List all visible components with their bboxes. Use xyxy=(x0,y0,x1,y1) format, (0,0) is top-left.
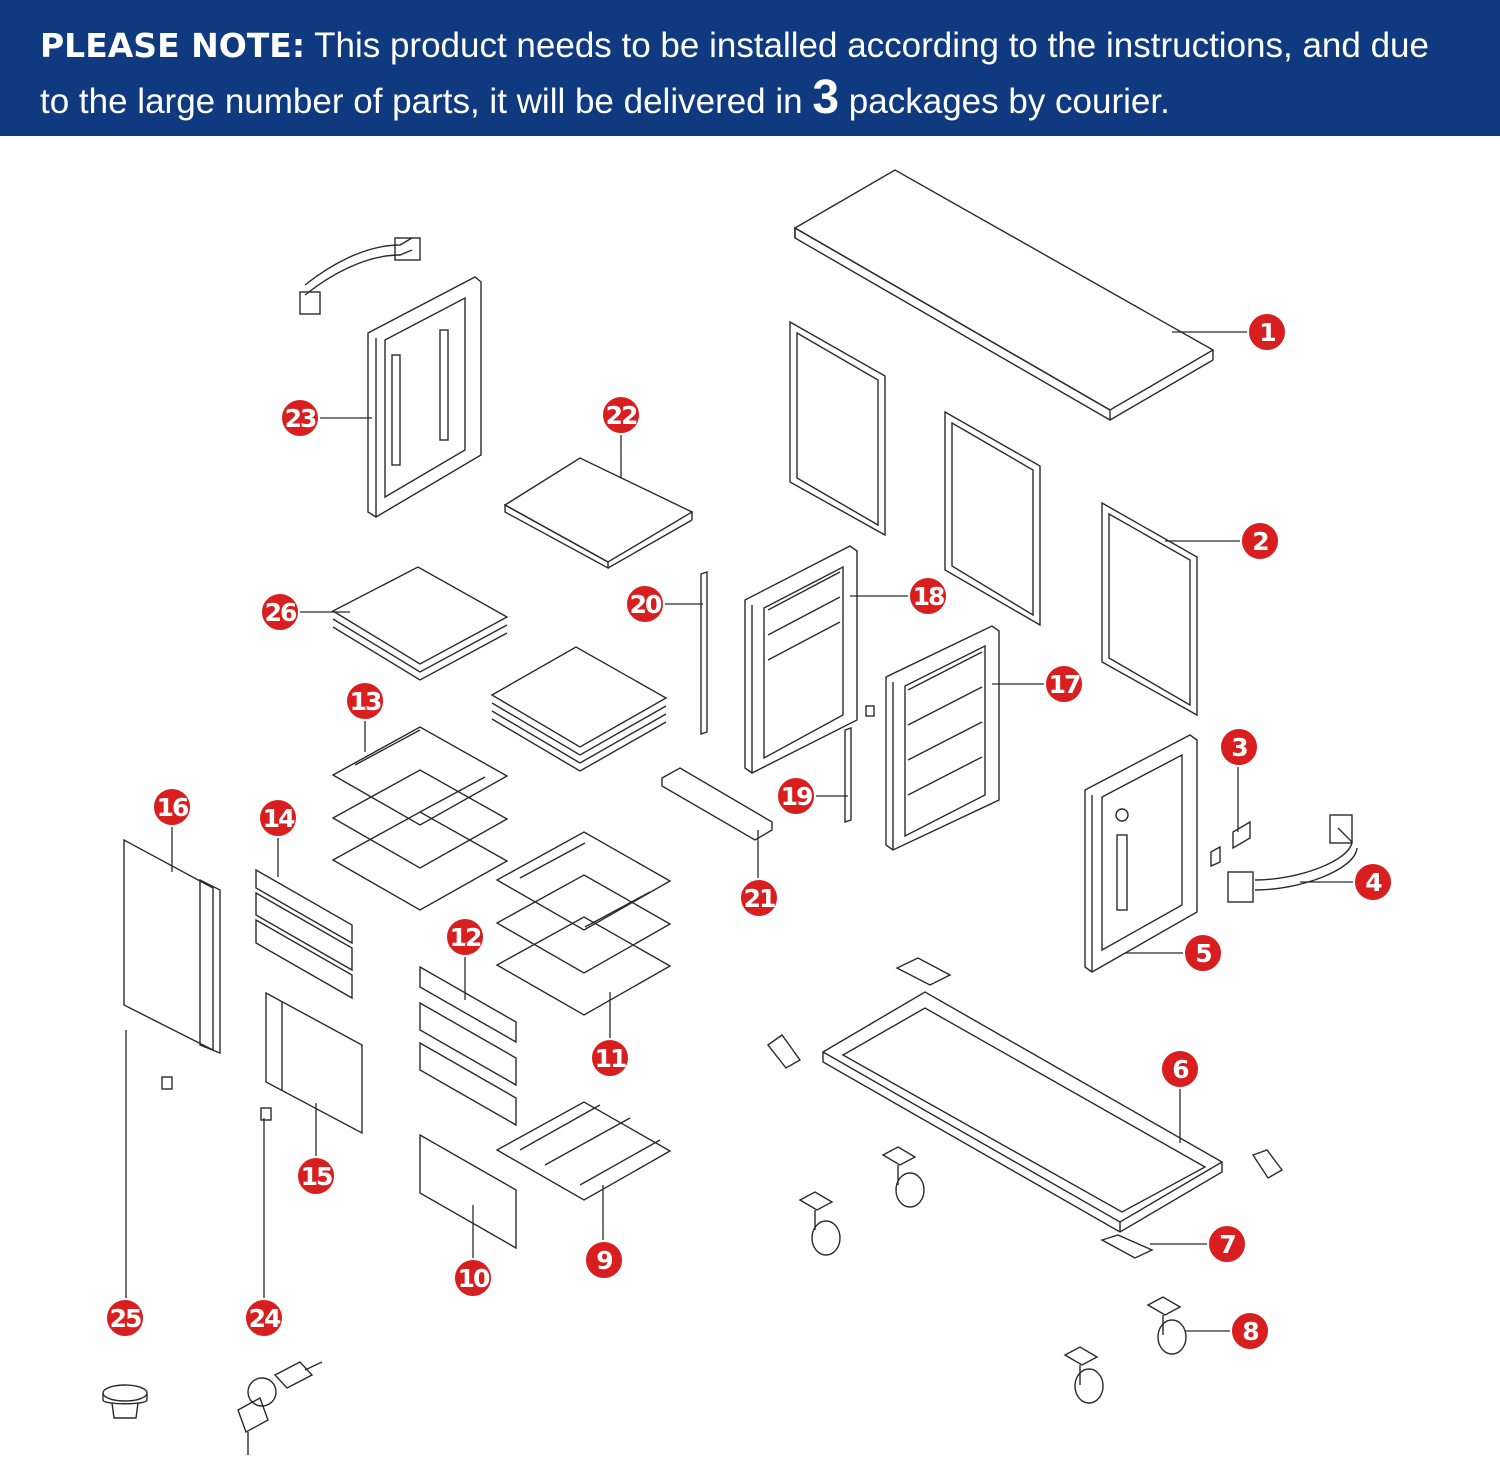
svg-text:19: 19 xyxy=(781,782,812,811)
callout-17: 17 xyxy=(1044,664,1084,704)
part-14-12-10-drawer-fronts xyxy=(255,868,517,1250)
svg-text:11: 11 xyxy=(595,1044,626,1073)
callout-14: 14 xyxy=(258,798,298,838)
callout-5: 5 xyxy=(1183,933,1223,973)
callout-3: 3 xyxy=(1219,727,1259,767)
part-3-4-brackets-handle xyxy=(1210,814,1358,903)
callout-6: 6 xyxy=(1160,1049,1200,1089)
lock-fittings xyxy=(161,705,875,1121)
svg-text:3: 3 xyxy=(1231,733,1247,762)
callout-25: 25 xyxy=(105,1298,145,1338)
svg-text:5: 5 xyxy=(1195,939,1211,968)
svg-text:26: 26 xyxy=(265,598,297,627)
svg-text:9: 9 xyxy=(596,1246,612,1275)
callout-18: 18 xyxy=(908,576,948,616)
callout-16: 16 xyxy=(152,787,192,827)
notice-lead: PLEASE NOTE: xyxy=(40,26,306,65)
part-24-keys xyxy=(237,1361,323,1455)
callout-9: 9 xyxy=(584,1240,624,1280)
svg-text:7: 7 xyxy=(1219,1230,1235,1259)
part-15-small-door xyxy=(265,991,363,1135)
callout-24: 24 xyxy=(244,1298,284,1338)
callout-8: 8 xyxy=(1230,1311,1270,1351)
part-26-drawer-bottoms xyxy=(331,566,668,772)
part-17-frame xyxy=(885,625,1000,851)
callout-12: 12 xyxy=(445,917,485,957)
svg-text:23: 23 xyxy=(285,404,316,433)
part-25-knob xyxy=(102,1384,148,1419)
svg-text:12: 12 xyxy=(450,923,481,952)
part-6-base-frame xyxy=(821,991,1224,1233)
exploded-parts-diagram: 1 2 3 4 5 6 7 8 9 10 11 12 13 14 15 16 1… xyxy=(102,169,1393,1455)
callout-23: 23 xyxy=(280,398,320,438)
part-20-19-21-rails xyxy=(661,571,852,841)
part-23-side-frame xyxy=(299,237,482,518)
callout-4: 4 xyxy=(1353,862,1393,902)
callout-10: 10 xyxy=(453,1258,493,1298)
svg-text:18: 18 xyxy=(913,582,944,611)
notice-banner: PLEASE NOTE: This product needs to be in… xyxy=(0,0,1500,136)
part-22-shelf xyxy=(503,457,694,570)
part-16-door xyxy=(123,838,221,1055)
svg-text:16: 16 xyxy=(157,793,189,822)
svg-text:17: 17 xyxy=(1049,670,1080,699)
part-5-side-panel xyxy=(1084,734,1198,973)
part-13-11-9-trays xyxy=(331,726,672,1201)
svg-text:22: 22 xyxy=(606,401,637,430)
notice-package-count: 3 xyxy=(812,71,840,124)
svg-text:10: 10 xyxy=(458,1264,490,1293)
svg-text:13: 13 xyxy=(350,687,381,716)
svg-text:14: 14 xyxy=(263,804,295,833)
notice-text-1: This product needs to be installed accor… xyxy=(40,26,1429,121)
notice-text-2: packages by courier. xyxy=(848,82,1170,121)
svg-text:2: 2 xyxy=(1252,527,1268,556)
callout-1: 1 xyxy=(1247,312,1287,352)
svg-text:20: 20 xyxy=(630,590,662,619)
svg-text:24: 24 xyxy=(249,1304,281,1333)
svg-text:4: 4 xyxy=(1365,868,1382,897)
callout-19: 19 xyxy=(776,776,816,816)
callout-20: 20 xyxy=(625,584,665,624)
callout-13: 13 xyxy=(345,681,385,721)
part-18-frame xyxy=(744,545,858,774)
svg-text:8: 8 xyxy=(1242,1317,1258,1346)
callout-22: 22 xyxy=(601,395,641,435)
svg-text:6: 6 xyxy=(1172,1055,1189,1084)
svg-text:21: 21 xyxy=(744,884,775,913)
part-8-casters xyxy=(798,1146,1187,1404)
callout-7: 7 xyxy=(1207,1224,1247,1264)
part-1-worktop xyxy=(793,169,1215,422)
leader-lines xyxy=(125,331,1354,1332)
callout-2: 2 xyxy=(1240,521,1280,561)
part-2-panels xyxy=(789,320,1198,717)
svg-text:25: 25 xyxy=(110,1304,141,1333)
part-7-corner-brackets xyxy=(766,957,1284,1259)
callout-11: 11 xyxy=(590,1038,630,1078)
callout-15: 15 xyxy=(296,1156,336,1196)
svg-text:1: 1 xyxy=(1259,318,1275,347)
svg-text:15: 15 xyxy=(301,1162,332,1191)
callout-26: 26 xyxy=(260,592,300,632)
callout-21: 21 xyxy=(739,878,779,918)
